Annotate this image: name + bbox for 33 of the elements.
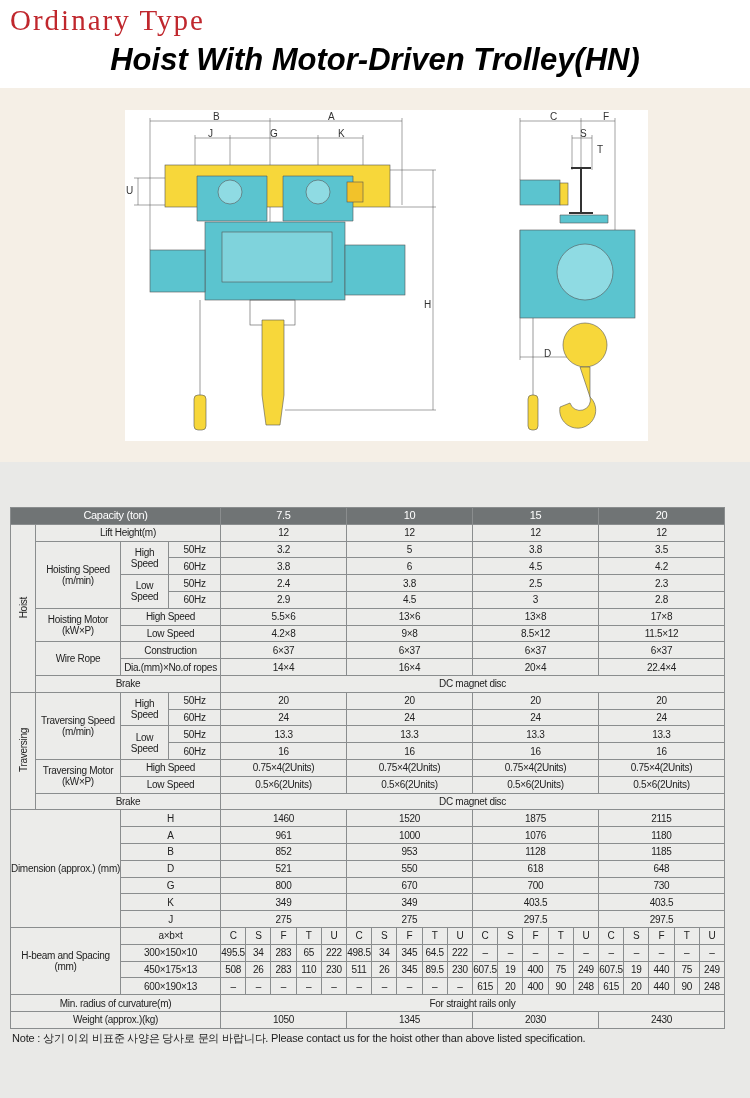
dimension-label: H xyxy=(424,300,432,310)
dimension-label: B xyxy=(213,112,220,122)
table-cell: Low Speed xyxy=(120,574,169,609)
table-cell: H-beam and Spacing (mm) xyxy=(10,927,121,995)
title: Hoist With Motor-Driven Trolley(HN) xyxy=(109,42,641,78)
table-cell: Low Speed xyxy=(120,725,169,760)
table-cell: Traversing Motor (kW×P) xyxy=(35,759,121,794)
dimension-label: S xyxy=(580,129,587,139)
table-header-cell: Capacity (ton) xyxy=(10,507,221,525)
table-header-cell: 15 xyxy=(472,507,599,525)
dimension-label: G xyxy=(270,129,278,139)
table-cell: Hoisting Speed (m/min) xyxy=(35,541,121,609)
table-cell: High Speed xyxy=(120,692,169,726)
table-cell: Traversing Speed (m/min) xyxy=(35,692,121,760)
table-cell: High Speed xyxy=(120,541,169,575)
dimension-label: D xyxy=(544,349,552,359)
dimension-label: T xyxy=(597,145,604,155)
dimension-label: K xyxy=(338,129,345,139)
table-header-cell: 7.5 xyxy=(220,507,347,525)
dimension-label: A xyxy=(328,112,335,122)
table-cell: Hoist xyxy=(10,524,36,693)
table-header-cell: 10 xyxy=(346,507,473,525)
table-cell: Dimension (approx.) (mm) xyxy=(10,809,121,928)
footnote: Note : 상기 이외 비표준 사양은 당사로 문의 바랍니다. Please contact us for the hoist other than above listed specification. xyxy=(12,1031,586,1046)
dimension-label: F xyxy=(603,112,610,122)
table-cell: Traversing xyxy=(10,692,36,810)
subtitle: Ordinary Type xyxy=(10,4,205,37)
dimension-label: C xyxy=(550,112,558,122)
table-cell: Wire Rope xyxy=(35,641,121,676)
dimension-label: U xyxy=(126,186,134,196)
table-cell: Hoisting Motor (kW×P) xyxy=(35,608,121,642)
dimension-label: J xyxy=(208,129,213,139)
table-header-cell: 20 xyxy=(598,507,725,525)
